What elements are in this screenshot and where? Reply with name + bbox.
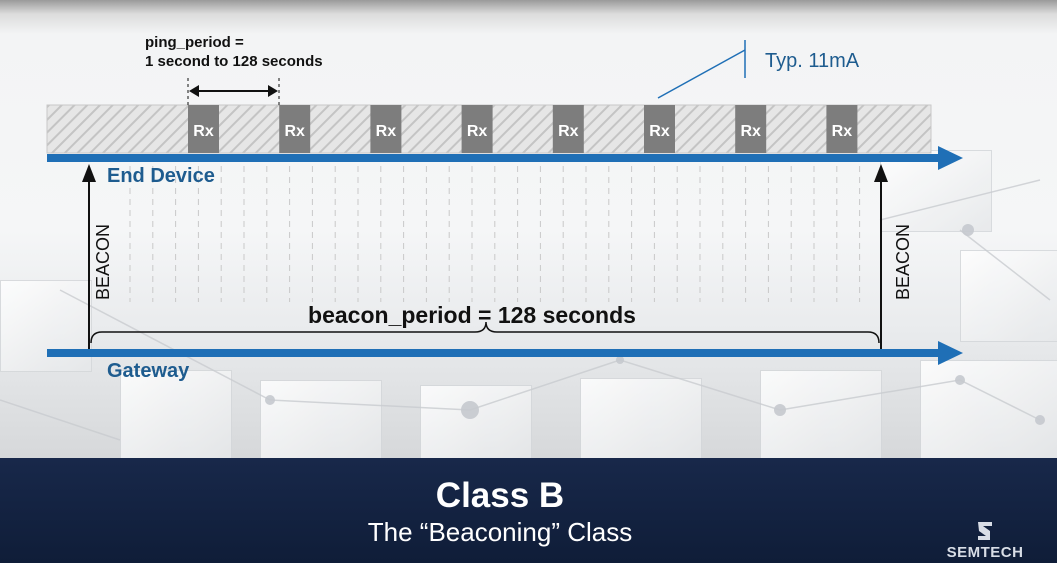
rx-slot: Rx xyxy=(552,105,584,153)
rx-slot-label: Rx xyxy=(376,123,397,140)
ping-period-range-label: 1 second to 128 seconds xyxy=(145,53,323,70)
rx-slot-label: Rx xyxy=(740,123,761,140)
end-device-label: End Device xyxy=(107,165,215,187)
ping-period-dimension xyxy=(187,78,280,106)
rx-slot: Rx xyxy=(735,105,767,153)
rx-slot: Rx xyxy=(644,105,675,153)
rx-slot-label: Rx xyxy=(467,123,488,140)
beacon-label-right: BEACON xyxy=(893,224,913,300)
rx-slot-label: Rx xyxy=(193,123,214,140)
gateway-label: Gateway xyxy=(107,360,190,382)
rx-slot: Rx xyxy=(188,105,219,153)
semtech-logo: SEMTECH xyxy=(920,520,1050,561)
gateway-timeline-arrow xyxy=(47,341,963,365)
semtech-logo-icon xyxy=(978,522,992,540)
bg-cube xyxy=(580,378,702,458)
rx-slot: Rx xyxy=(370,105,402,153)
rx-slots: Rx Rx Rx Rx Rx Rx Rx Rx xyxy=(188,105,858,153)
bg-cube xyxy=(960,250,1057,342)
network-background xyxy=(0,179,1051,441)
footer-banner xyxy=(0,458,1057,563)
current-label: Typ. 11mA xyxy=(765,50,860,72)
beacon-arrow-right xyxy=(874,164,888,349)
rx-slot-label: Rx xyxy=(649,123,670,140)
bg-cube xyxy=(880,150,992,232)
semtech-logo-text: SEMTECH xyxy=(946,544,1024,561)
current-indicator xyxy=(657,40,746,99)
bg-cube xyxy=(420,385,532,458)
beacon-period-label: beacon_period = 128 seconds xyxy=(308,302,636,328)
rx-slot-label: Rx xyxy=(558,123,579,140)
slide-subtitle: The “Beaconing” Class xyxy=(367,517,633,547)
bg-cube xyxy=(120,370,232,458)
slot-guides xyxy=(129,166,861,302)
end-device-timeline-arrow xyxy=(47,146,963,170)
bg-cube xyxy=(260,380,382,458)
diagram-area: Rx Rx Rx Rx Rx Rx Rx Rx xyxy=(0,0,1057,458)
beacon-period-brace xyxy=(90,321,880,344)
rx-slot-label: Rx xyxy=(832,123,853,140)
ping-period-label: ping_period = xyxy=(145,34,244,51)
timeline-diagram: Rx Rx Rx Rx Rx Rx Rx Rx xyxy=(46,34,963,382)
rx-slot: Rx xyxy=(826,105,858,153)
bg-cube xyxy=(920,360,1057,458)
beacon-arrow-left xyxy=(82,164,96,349)
rx-slot: Rx xyxy=(279,105,311,153)
rx-slot: Rx xyxy=(461,105,493,153)
slide-title: Class B xyxy=(435,476,565,515)
beacon-label-left: BEACON xyxy=(93,224,113,300)
rx-slot-label: Rx xyxy=(284,123,305,140)
